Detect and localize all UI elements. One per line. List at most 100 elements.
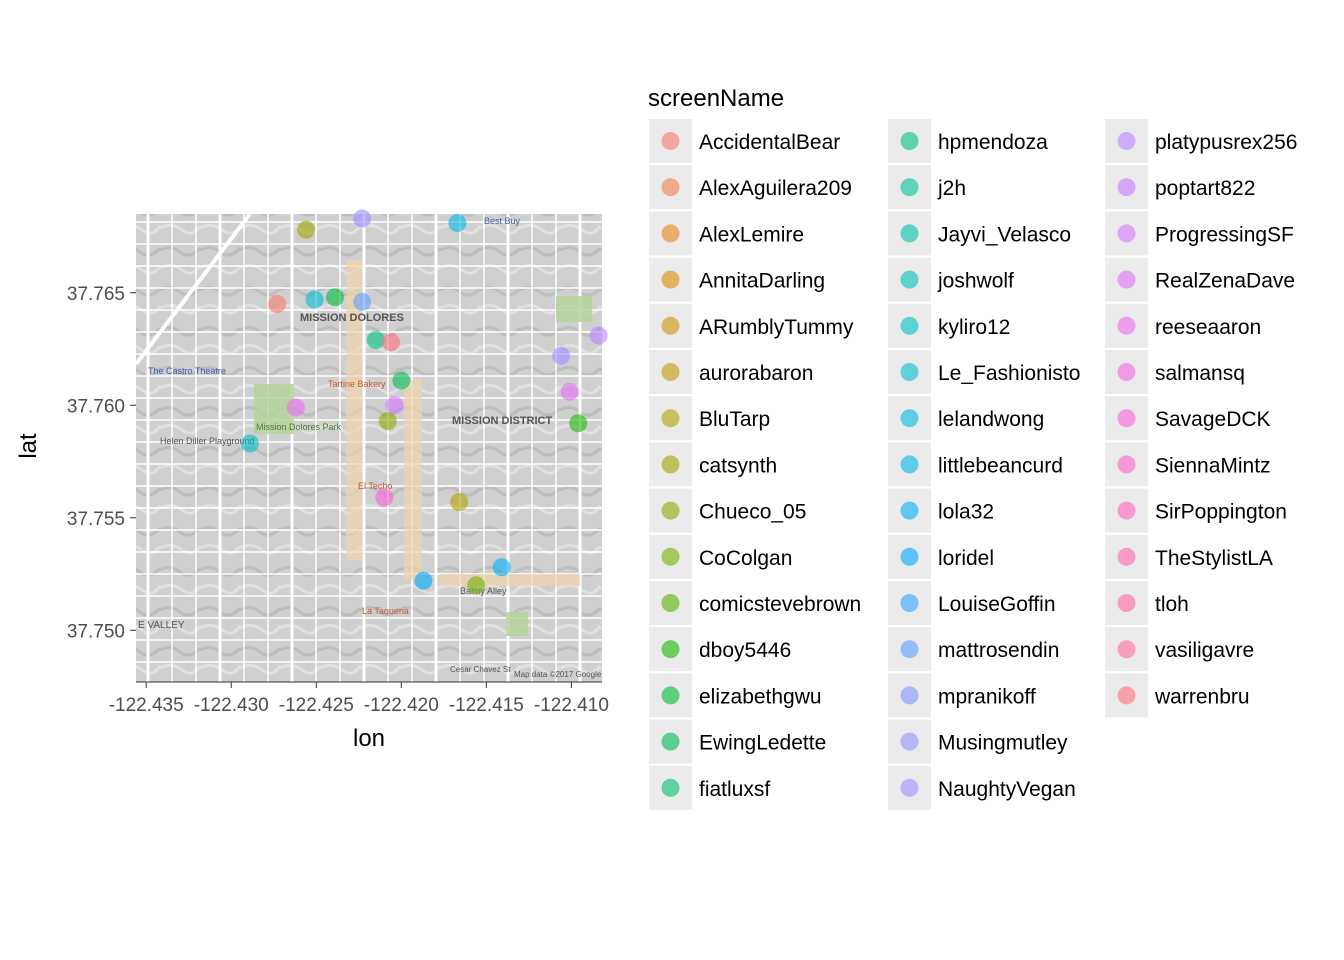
legend-label: comicstevebrown — [699, 593, 861, 616]
legend-title: screenName — [648, 85, 784, 112]
point-CoColgan — [467, 576, 486, 595]
legend-label: EwingLedette — [699, 732, 826, 755]
legend-label: Jayvi_Velasco — [938, 223, 1071, 246]
legend-label: vasiligavre — [1155, 639, 1254, 662]
legend-label: joshwolf — [937, 270, 1014, 293]
legend-label: ProgressingSF — [1155, 223, 1294, 246]
legend-swatch — [1117, 594, 1136, 612]
point-EwingLedette — [392, 371, 411, 390]
map-labels: MISSION DOLORES MISSION DISTRICT Tartine… — [138, 216, 602, 679]
legend-swatch — [1117, 686, 1136, 705]
legend-swatch — [1117, 178, 1136, 197]
point-ProgressingSF — [385, 396, 404, 415]
legend-item: reeseaaron — [1105, 303, 1261, 348]
legend-label: AnnitaDarling — [699, 270, 825, 293]
legend-item: NaughtyVegan — [888, 765, 1076, 810]
legend-label: ARumblyTummy — [699, 316, 854, 339]
legend-item: RealZenaDave — [1105, 257, 1295, 302]
map-panel: MISSION DOLORES MISSION DISTRICT Tartine… — [134, 212, 602, 682]
legend-item: AccidentalBear — [649, 119, 840, 163]
point-Musingmutley — [353, 209, 372, 228]
map-label: Helen Diller Playground — [160, 436, 255, 446]
legend-label: lola32 — [938, 501, 994, 524]
legend-swatch — [661, 501, 680, 520]
legend-swatch — [900, 778, 919, 797]
legend-swatch — [900, 178, 919, 197]
map-label: El Techo — [358, 481, 392, 491]
park-southeast — [506, 612, 528, 636]
point-catsynth — [297, 220, 316, 239]
legend-swatch — [1117, 501, 1136, 520]
legend-swatch — [1117, 132, 1136, 150]
legend-item: mattrosendin — [888, 627, 1059, 672]
point-RealZenaDave — [560, 382, 579, 401]
legend-swatch — [661, 778, 680, 797]
legend-item: mpranikoff — [888, 673, 1036, 718]
legend-label: AccidentalBear — [699, 131, 840, 154]
y-tick-label: 37.755 — [67, 509, 125, 530]
map-label: E VALLEY — [138, 620, 185, 631]
legend-item: AnnitaDarling — [649, 257, 825, 302]
x-tick-label: -122.420 — [364, 695, 439, 716]
legend-swatch — [661, 686, 680, 705]
legend-label: AlexLemire — [699, 223, 804, 246]
legend-swatch — [900, 686, 919, 705]
legend-swatch — [1117, 363, 1136, 381]
legend-label: mpranikoff — [938, 685, 1036, 708]
legend-item: AlexLemire — [649, 211, 804, 256]
legend-item: SavageDCK — [1105, 396, 1271, 441]
point-elizabethgwu — [325, 288, 344, 307]
legend-swatch — [1117, 316, 1136, 335]
24th-corridor — [440, 574, 580, 586]
legend-swatch — [661, 132, 680, 150]
point-dboy5446 — [569, 414, 588, 433]
legend-label: SiennaMintz — [1155, 454, 1271, 477]
valencia-corridor — [346, 260, 362, 560]
map-label: The Castro Theatre — [148, 366, 226, 376]
legend-label: LouiseGoffin — [938, 593, 1056, 616]
legend-label: j2h — [937, 177, 966, 200]
x-tick-label: -122.425 — [279, 695, 354, 716]
legend-label: AlexAguilera209 — [699, 177, 852, 200]
legend-label: warrenbru — [1154, 685, 1250, 708]
legend-item: warrenbru — [1105, 673, 1250, 718]
legend-label: hpmendoza — [938, 131, 1048, 154]
point-hpmendoza — [366, 331, 385, 349]
map-label: Cesar Chavez St — [450, 665, 511, 674]
y-tick-label: 37.765 — [67, 284, 125, 305]
points-layer — [240, 209, 608, 595]
legend-item: platypusrex256 — [1105, 119, 1297, 163]
legend-label: tloh — [1155, 593, 1189, 616]
map-attribution: Map data ©2017 Google — [514, 670, 602, 679]
legend-item: hpmendoza — [888, 119, 1048, 163]
legend-item: EwingLedette — [649, 719, 826, 764]
legend-swatch — [661, 409, 680, 428]
point-warrenbru — [382, 333, 401, 352]
y-tick-label: 37.760 — [67, 396, 125, 417]
mission-corridor — [404, 380, 422, 580]
legend-label: poptart822 — [1155, 177, 1255, 200]
legend-label: fiatluxsf — [699, 778, 770, 801]
legend-swatch — [1117, 640, 1136, 659]
x-tick-label: -122.435 — [109, 695, 184, 716]
park-northeast — [556, 296, 592, 322]
legend-swatch — [1117, 270, 1136, 289]
legend-swatch — [661, 316, 680, 335]
legend-swatch — [661, 178, 680, 197]
legend-label: littlebeancurd — [938, 454, 1063, 477]
legend-swatch — [900, 732, 919, 751]
legend-item: Jayvi_Velasco — [888, 211, 1071, 256]
legend-label: SavageDCK — [1155, 408, 1271, 431]
map-label: La Taqueria — [362, 606, 409, 616]
legend-swatch — [900, 224, 919, 243]
map-label: Tartine Bakery — [328, 379, 386, 389]
legend-item: dboy5446 — [649, 627, 791, 672]
legend: screenName AccidentalBearAlexAguilera209… — [648, 85, 1297, 810]
legend-label: aurorabaron — [699, 362, 813, 385]
legend-swatch — [661, 363, 680, 381]
legend-item: kyliro12 — [888, 303, 1010, 348]
legend-item: AlexAguilera209 — [649, 165, 852, 210]
legend-swatch — [1117, 224, 1136, 243]
